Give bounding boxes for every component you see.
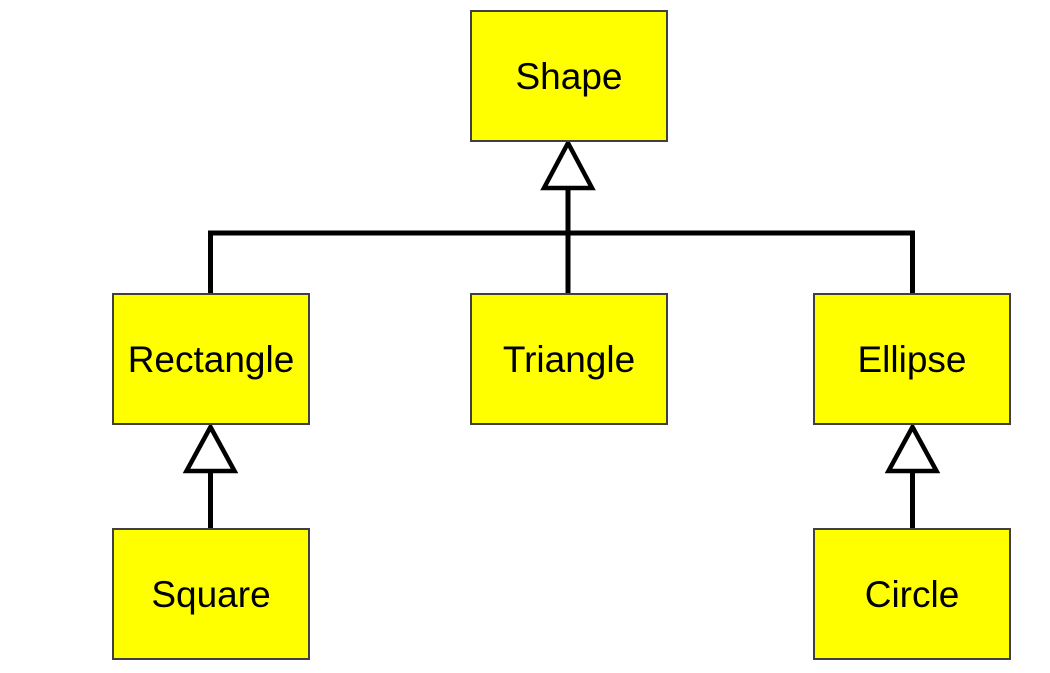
node-rectangle-label: Rectangle [127,338,295,380]
generalization-arrowhead-rectangle [182,422,239,474]
node-triangle-label: Triangle [502,338,636,380]
node-shape-label: Shape [515,55,623,97]
node-square-label: Square [151,573,271,615]
generalization-arrowhead-ellipse [884,422,941,474]
node-ellipse-label: Ellipse [857,338,967,380]
node-ellipse: Ellipse [813,293,1011,425]
node-square: Square [112,528,310,660]
node-shape: Shape [470,10,668,142]
node-circle: Circle [813,528,1011,660]
node-circle-label: Circle [864,573,960,615]
node-rectangle: Rectangle [112,293,310,425]
node-triangle: Triangle [470,293,668,425]
generalization-arrowhead-shape [540,138,596,191]
edge-hierarchy-bus [208,230,915,295]
